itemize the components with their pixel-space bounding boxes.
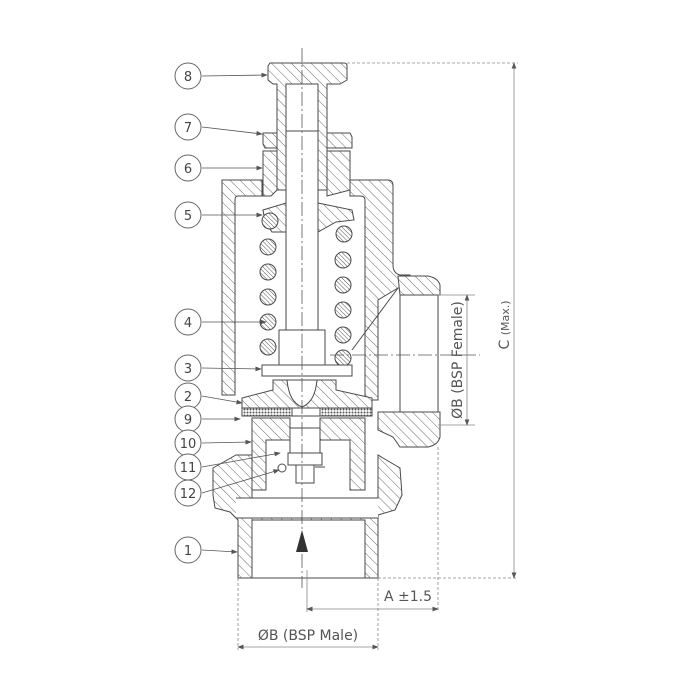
callout-10: 10 <box>174 429 202 457</box>
dim-a-offset: A ±1.5 <box>384 589 432 605</box>
callout-label: 10 <box>180 437 197 452</box>
callout-label: 7 <box>184 121 192 136</box>
callout-label: 6 <box>184 162 192 177</box>
dim-label-sub: (Max.) <box>499 300 512 335</box>
svg-text:C (Max.): C (Max.) <box>497 300 513 349</box>
part-8-cap <box>267 62 348 191</box>
callout-label: 1 <box>184 544 192 559</box>
part-11-nut <box>287 427 325 484</box>
callout-11: 11 <box>174 453 202 481</box>
callout-8: 8 <box>174 62 202 90</box>
dim-label-sub: (BSP Male) <box>283 628 358 644</box>
svg-text:ØB (BSP Female): ØB (BSP Female) <box>450 301 466 419</box>
callout-5: 5 <box>174 201 202 229</box>
dimension-lines <box>237 62 518 650</box>
dimension-labels: ØB (BSP Female) C (Max.) A ±1.5 ØB (BSP … <box>258 300 513 644</box>
callout-4: 4 <box>174 308 202 336</box>
dim-label-sub: (BSP Female) <box>450 301 466 394</box>
part-7-locknut <box>262 132 353 149</box>
callout-label: 9 <box>184 413 192 428</box>
dim-bsp-male: ØB (BSP Male) <box>258 628 358 644</box>
callout-label: 11 <box>180 461 197 476</box>
callout-label: 12 <box>180 487 197 502</box>
valve-body <box>221 179 441 448</box>
part-12-split-pin <box>277 463 287 473</box>
callout-label: 5 <box>184 209 192 224</box>
callout-7: 7 <box>174 113 202 141</box>
callout-label: 2 <box>184 390 192 405</box>
callout-9: 9 <box>174 405 202 433</box>
callout-2: 2 <box>174 382 202 410</box>
callout-label: 4 <box>184 316 192 331</box>
centerline <box>301 48 480 588</box>
part-9-seat-seal <box>241 407 373 417</box>
part-3-spring-plate <box>261 364 353 377</box>
part-2-disc-holder <box>241 379 373 409</box>
callout-12: 12 <box>174 479 202 507</box>
dim-c-max: C (Max.) <box>497 300 513 349</box>
callout-bubbles: 8 7 6 5 4 3 2 9 <box>174 62 202 564</box>
svg-text:ØB (BSP Male): ØB (BSP Male) <box>258 628 358 644</box>
callout-label: 8 <box>184 70 192 85</box>
dim-label-main: C <box>497 340 513 350</box>
callout-label: 3 <box>184 362 192 377</box>
callout-1: 1 <box>174 536 202 564</box>
callout-6: 6 <box>174 154 202 182</box>
part-1-inlet-body <box>212 454 403 579</box>
dim-label-main: ØB <box>450 398 466 419</box>
dim-bsp-female: ØB (BSP Female) <box>450 301 466 419</box>
callout-leaders <box>201 72 281 555</box>
part-4-spring <box>259 212 353 367</box>
callout-3: 3 <box>174 354 202 382</box>
flow-arrow-icon <box>296 530 308 552</box>
dim-label-main: ØB <box>258 628 279 644</box>
